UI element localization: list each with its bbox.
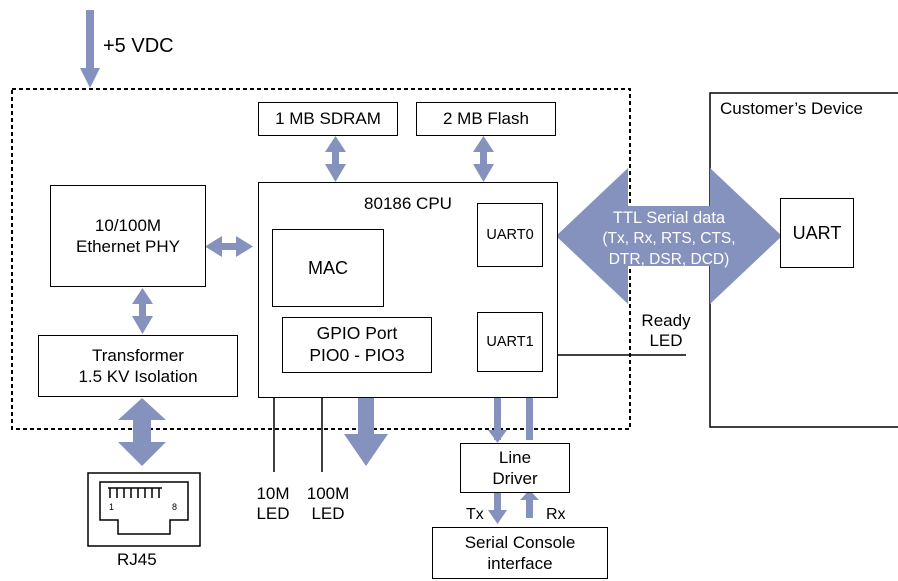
- cpu-label: 80186 CPU: [364, 194, 452, 213]
- customer-device-label: Customer’s Device: [720, 99, 863, 118]
- rj45-connector: [87, 472, 201, 547]
- phy-transformer-arrow: [132, 288, 153, 334]
- flash-box: 2 MB Flash: [416, 102, 556, 136]
- rj45-pin8: 8: [172, 502, 178, 512]
- led-100m-label: 100M LED: [298, 484, 358, 525]
- sdram-box: 1 MB SDRAM: [258, 102, 398, 136]
- line-driver-line2: Driver: [492, 469, 538, 488]
- customer-uart-box: UART: [780, 198, 854, 268]
- gpio-line2: PIO0 - PIO3: [309, 345, 405, 365]
- led-100m-line2: LED: [311, 504, 345, 524]
- ready-led-label: Ready LED: [636, 311, 696, 352]
- ttl-line3: DTR, DSR, DCD): [608, 250, 730, 268]
- ready-led-line1: Ready: [641, 311, 691, 330]
- rj45-label: RJ45: [117, 550, 157, 569]
- ttl-label: TTL Serial data (Tx, Rx, RTS, CTS, DTR, …: [586, 208, 752, 270]
- sdram-label: 1 MB SDRAM: [275, 109, 381, 129]
- gpio-box: GPIO Port PIO0 - PIO3: [282, 317, 432, 373]
- flash-cpu-arrow: [473, 136, 494, 182]
- uart0-box: UART0: [477, 203, 543, 267]
- rj45-pin1: 1: [109, 502, 115, 512]
- uart1-box: UART1: [477, 312, 543, 372]
- rx-label: Rx: [546, 506, 566, 523]
- ttl-line1: TTL Serial data: [612, 209, 726, 227]
- ttl-line2: (Tx, Rx, RTS, CTS,: [602, 230, 736, 248]
- transformer-line2: 1.5 KV Isolation: [78, 367, 198, 386]
- transformer-line1: Transformer: [92, 345, 184, 365]
- phy-cpu-arrow: [205, 236, 253, 257]
- power-arrow: [80, 10, 100, 88]
- led-10m-line2: LED: [256, 504, 290, 524]
- transformer-rj45-arrow: [118, 398, 166, 466]
- led-100m-line1: 100M: [306, 484, 350, 503]
- tx-label: Tx: [466, 506, 484, 523]
- mac-label: MAC: [308, 257, 348, 278]
- mac-box: MAC: [272, 229, 384, 307]
- uart0-label: UART0: [486, 226, 534, 243]
- led-10m-line1: 10M: [256, 484, 290, 503]
- driver-console-lines: [488, 490, 539, 524]
- phy-line2: Ethernet PHY: [76, 237, 180, 256]
- line-driver-line1: Line: [498, 447, 532, 467]
- ready-led-line2: LED: [649, 331, 683, 351]
- line-driver-box: Line Driver: [460, 443, 570, 493]
- customer-uart-label: UART: [792, 222, 842, 243]
- led-10m-label: 10M LED: [245, 484, 301, 525]
- gpio-line1: GPIO Port: [316, 323, 398, 344]
- flash-label: 2 MB Flash: [443, 109, 529, 129]
- console-box: Serial Console interface: [432, 527, 608, 579]
- sdram-cpu-arrow: [325, 136, 346, 182]
- ttl-serial-arrow: [556, 168, 782, 304]
- power-label: +5 VDC: [103, 35, 174, 57]
- console-line2: interface: [487, 554, 553, 573]
- uart1-label: UART1: [486, 333, 534, 350]
- phy-box: 10/100M Ethernet PHY: [50, 185, 206, 287]
- console-line1: Serial Console: [464, 532, 576, 552]
- transformer-box: Transformer 1.5 KV Isolation: [38, 335, 238, 397]
- phy-line1: 10/100M: [94, 215, 162, 235]
